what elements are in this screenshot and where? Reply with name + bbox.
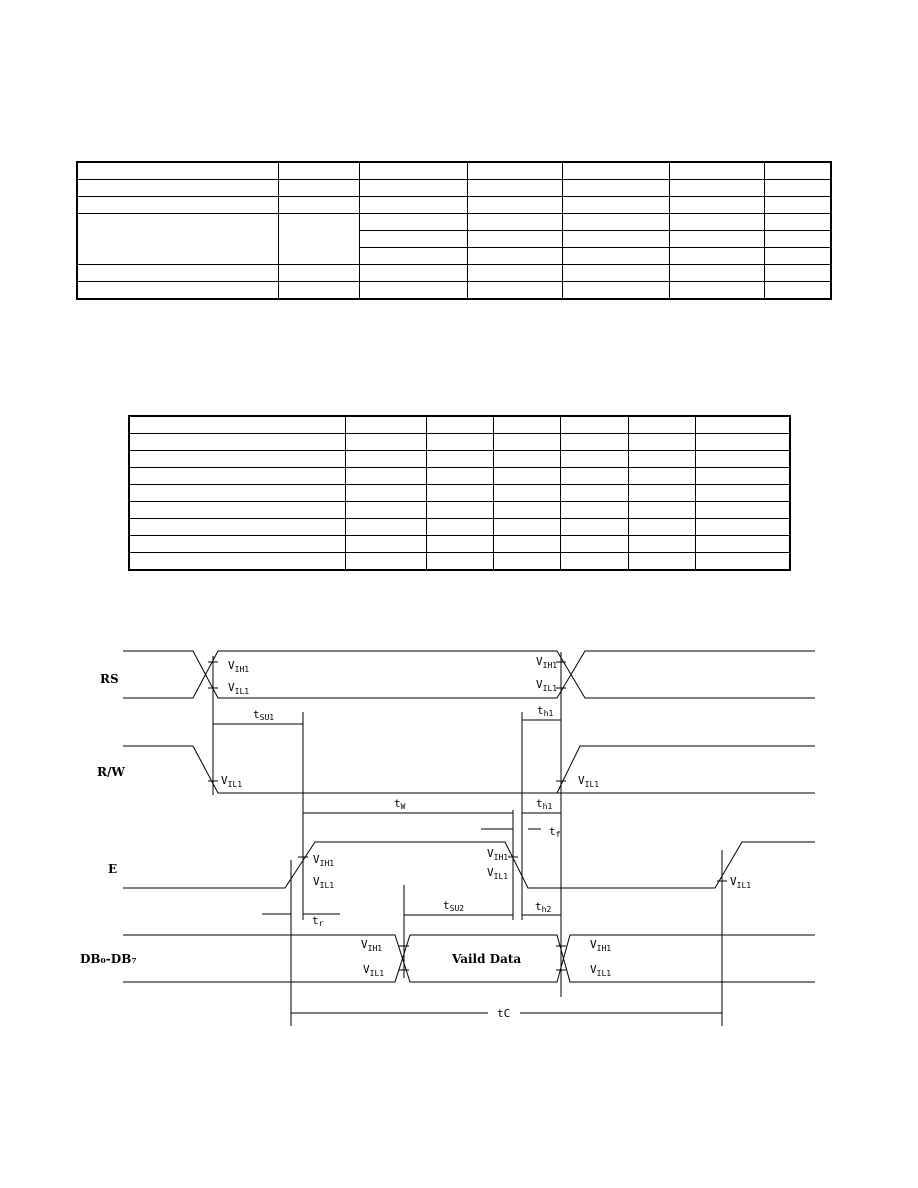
rw-label: R/W [97,765,125,779]
vih1-label: VIH1 [487,847,508,862]
th1-label: th1 [537,704,553,718]
rs-label: RS [100,672,119,686]
table-row [76,281,832,300]
tr-label: tr [312,914,324,928]
vih1-label: VIH1 [361,938,382,953]
tf-label: tf [549,825,561,839]
table-2 [128,415,791,571]
table-row [128,501,791,519]
tw-label: tW [394,797,406,811]
tc-label: tC [497,1007,510,1020]
table-row [128,433,791,451]
table-row [128,552,791,571]
vil1-label: VIL1 [536,678,557,693]
vil1-label: VIL1 [578,774,599,789]
th1-label: th1 [536,797,552,811]
table-row [128,484,791,502]
reference-lines [212,652,723,1026]
vil1-label: VIL1 [487,866,508,881]
tick-marks [208,661,727,971]
table-row [128,518,791,536]
db-waveform [123,934,815,983]
table-row [128,415,791,434]
table-row [128,450,791,468]
table-row [128,535,791,553]
db-label: DB₀-DB₇ [80,952,137,966]
e-label: E [108,862,117,876]
th2-label: th2 [535,900,551,914]
table-1 [76,161,832,300]
vih1-label: VIH1 [313,853,334,868]
table-row [76,264,832,282]
table-row [76,161,832,180]
dimension-lines [213,719,722,1014]
valid-data-label: Vaild Data [451,952,521,966]
tsu2-label: tSU2 [443,899,464,913]
rw-waveform [123,745,815,794]
vih1-label: VIH1 [228,659,249,674]
timing-diagram: RS R/W E DB₀-DB₇ VIH1 VIL1 VIH1 VIL1 VIL… [80,650,815,1026]
vil1-label: VIL1 [363,963,384,978]
e-waveform [123,841,815,889]
vil1-label: VIL1 [730,875,751,890]
vil1-label: VIL1 [590,963,611,978]
table-row [76,196,832,214]
table-row [76,179,832,197]
table-row [76,213,832,265]
vil1-label: VIL1 [221,774,242,789]
vil1-label: VIL1 [313,875,334,890]
table-row [128,467,791,485]
vih1-label: VIH1 [536,655,557,670]
vih1-label: VIH1 [590,938,611,953]
rs-waveform [123,650,815,699]
vil1-label: VIL1 [228,681,249,696]
table-row [77,230,832,248]
tsu1-label: tSU1 [253,708,274,722]
